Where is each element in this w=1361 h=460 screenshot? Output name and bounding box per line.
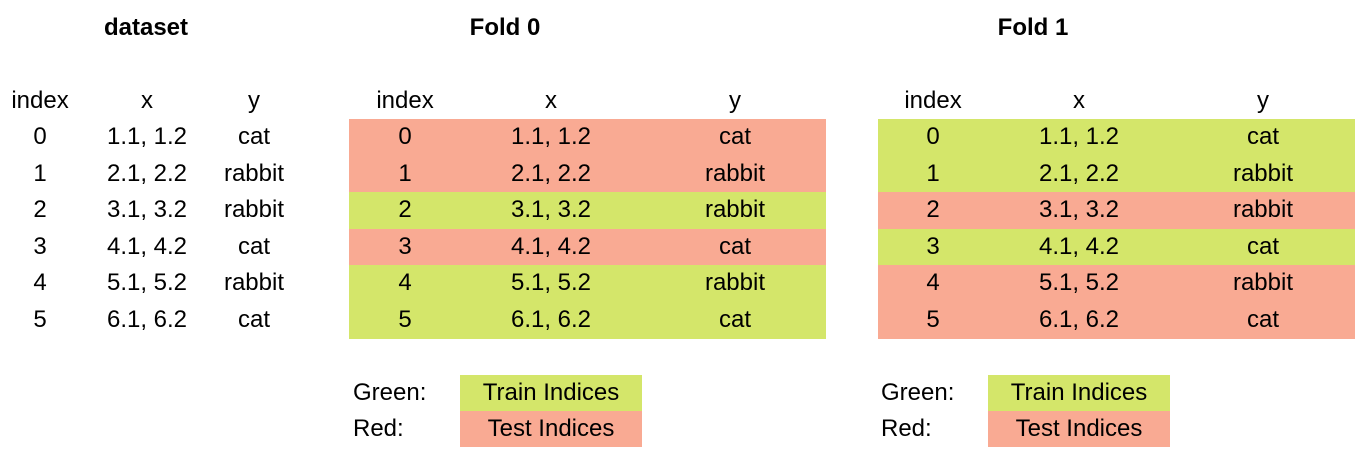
fold-1-row-2-index: 2 xyxy=(926,196,940,223)
dataset-row-5-x: 6.1, 6.2 xyxy=(106,305,188,333)
fold-0-row-0-y: cat xyxy=(718,123,751,150)
fold-0-header-x: x xyxy=(545,87,557,114)
dataset-row-1-y: rabbit xyxy=(223,159,285,187)
fold-0-row-3-x: 4.1, 4.2 xyxy=(510,232,592,260)
fold-1-row-0-x: 1.1, 1.2 xyxy=(1038,123,1120,150)
fold-0-row-2-train xyxy=(349,192,826,229)
dataset-row-2-index: 2 xyxy=(33,196,47,223)
fold-1-row-4-x: 5.1, 5.2 xyxy=(1038,269,1120,296)
dataset-row-0-index: 0 xyxy=(33,123,47,150)
fold-0-row-4-train xyxy=(349,265,826,302)
dataset-row-4-index: 4 xyxy=(33,269,47,296)
fold-0-row-3-index: 3 xyxy=(398,232,412,260)
dataset-header-index: index xyxy=(11,87,69,114)
fold-1-row-0-index: 0 xyxy=(926,123,940,150)
fold-0-row-0-test xyxy=(349,119,826,156)
dataset-header-x: x xyxy=(141,87,153,114)
dataset-row-2-y: rabbit xyxy=(223,196,285,223)
dataset-row-5-y: cat xyxy=(237,305,270,333)
fold-1-row-1-x: 2.1, 2.2 xyxy=(1038,159,1120,187)
fold-1-row-1-index: 1 xyxy=(926,159,940,187)
fold-1-row-0-train xyxy=(878,119,1355,156)
fold-1-row-5-y: cat xyxy=(1246,305,1279,333)
dataset-row-5-index: 5 xyxy=(33,305,47,333)
fold-0-row-5-index: 5 xyxy=(398,305,412,333)
fold-1-row-2-y: rabbit xyxy=(1232,196,1294,223)
fold-1-header-x: x xyxy=(1073,87,1085,114)
fold-1-row-3-train xyxy=(878,228,1355,266)
fold-0-legend-train-swatch: Train Indices xyxy=(460,375,642,411)
fold-0-legend-green-label: Green: xyxy=(353,379,427,406)
dataset-row-1-index: 1 xyxy=(33,159,47,187)
fold-1-row-3-index: 3 xyxy=(926,232,940,260)
dataset-row-4-y: rabbit xyxy=(223,269,285,296)
fold-0-row-4-x: 5.1, 5.2 xyxy=(510,269,592,296)
fold-0-row-4-index: 4 xyxy=(398,269,412,296)
fold-0-row-2-y: rabbit xyxy=(704,196,766,223)
fold-0-row-2-x: 3.1, 3.2 xyxy=(510,196,592,223)
fold-0-header-y: y xyxy=(729,87,741,114)
fold-0-row-0-index: 0 xyxy=(398,123,412,150)
fold-0-row-3-y: cat xyxy=(718,232,751,260)
fold-0-row-3-test xyxy=(349,228,826,266)
fold-0-legend-test-swatch: Test Indices xyxy=(460,411,642,447)
fold-1-row-0-y: cat xyxy=(1246,123,1279,150)
fold-1-row-4-index: 4 xyxy=(926,269,940,296)
fold-0-legend-red-label: Red: xyxy=(353,415,404,442)
fold-1-row-3-y: cat xyxy=(1246,232,1279,260)
dataset-title: dataset xyxy=(103,14,189,41)
dataset-row-3-index: 3 xyxy=(33,232,47,260)
fold-1-row-2-test xyxy=(878,192,1355,229)
fold-1-legend-red-label: Red: xyxy=(881,415,932,442)
fold-0-header-index: index xyxy=(376,87,434,114)
fold-0-row-4-y: rabbit xyxy=(704,269,766,296)
dataset-row-3-x: 4.1, 4.2 xyxy=(106,232,188,260)
fold-1-row-2-x: 3.1, 3.2 xyxy=(1038,196,1120,223)
fold-1-row-5-x: 6.1, 6.2 xyxy=(1038,305,1120,333)
fold-1-title: Fold 1 xyxy=(997,14,1069,41)
fold-1-legend-train-swatch: Train Indices xyxy=(988,375,1170,411)
fold-1-row-5-test xyxy=(878,301,1355,339)
fold-0-row-1-index: 1 xyxy=(398,159,412,187)
dataset-row-3-y: cat xyxy=(237,232,270,260)
dataset-row-0-y: cat xyxy=(237,123,270,150)
fold-0-row-5-train xyxy=(349,301,826,339)
fold-1-row-3-x: 4.1, 4.2 xyxy=(1038,232,1120,260)
fold-1-header-y: y xyxy=(1257,87,1269,114)
dataset-header-y: y xyxy=(248,87,260,114)
fold-0-title: Fold 0 xyxy=(469,14,541,41)
dataset-row-2-x: 3.1, 3.2 xyxy=(106,196,188,223)
fold-0-row-1-x: 2.1, 2.2 xyxy=(510,159,592,187)
fold-1-row-5-index: 5 xyxy=(926,305,940,333)
fold-0-row-1-y: rabbit xyxy=(704,159,766,187)
fold-0-row-1-test xyxy=(349,155,826,193)
dataset-row-0-x: 1.1, 1.2 xyxy=(106,123,188,150)
fold-1-row-1-train xyxy=(878,155,1355,193)
fold-0-row-5-y: cat xyxy=(718,305,751,333)
fold-1-legend-test-swatch: Test Indices xyxy=(988,411,1170,447)
fold-1-row-4-test xyxy=(878,265,1355,302)
fold-0-row-5-x: 6.1, 6.2 xyxy=(510,305,592,333)
fold-1-legend-green-label: Green: xyxy=(881,379,955,406)
dataset-row-1-x: 2.1, 2.2 xyxy=(106,159,188,187)
fold-0-row-2-index: 2 xyxy=(398,196,412,223)
fold-0-row-0-x: 1.1, 1.2 xyxy=(510,123,592,150)
fold-1-row-4-y: rabbit xyxy=(1232,269,1294,296)
fold-1-header-index: index xyxy=(904,87,962,114)
fold-1-row-1-y: rabbit xyxy=(1232,159,1294,187)
dataset-row-4-x: 5.1, 5.2 xyxy=(106,269,188,296)
